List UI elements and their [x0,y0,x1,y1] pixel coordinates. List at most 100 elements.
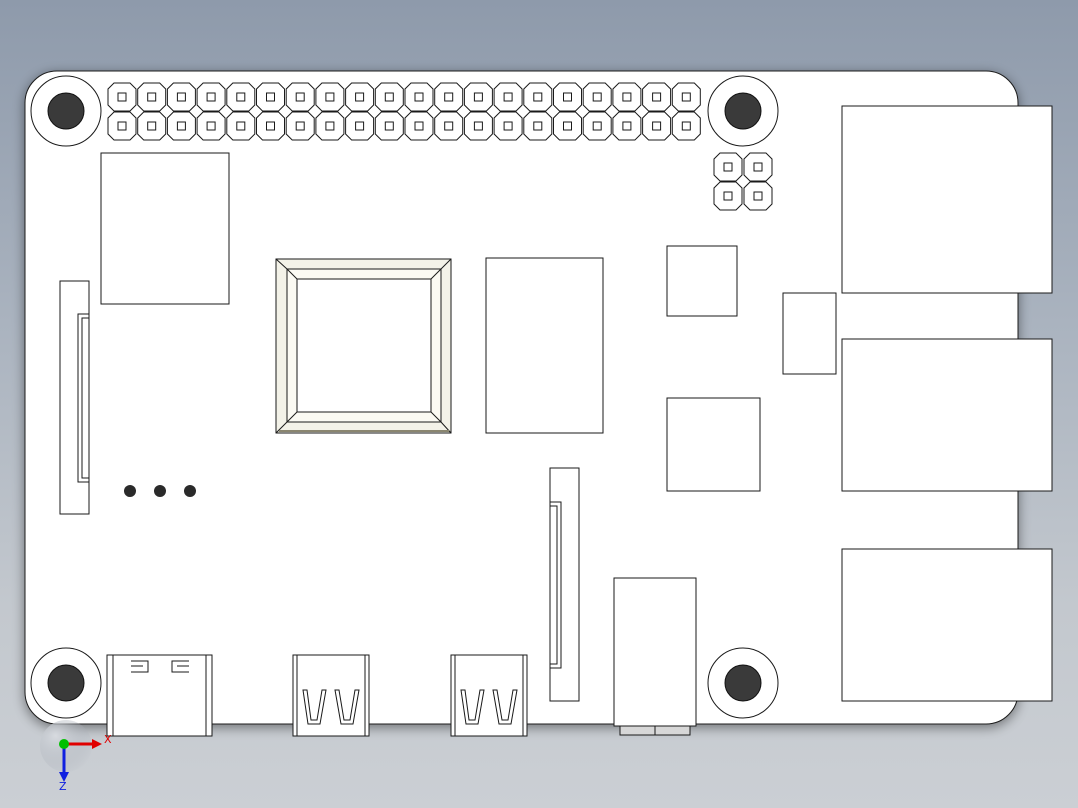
gpio-pin [137,82,167,112]
poe-header [713,152,773,211]
gpio-pin [226,111,256,141]
coordinate-triad[interactable]: X Z [40,720,112,793]
gpio-pin-hole [295,121,305,131]
gpio-pin [256,111,285,141]
soc-chip [275,258,452,434]
gpio-pin-hole [117,121,127,131]
gpio-pin-hole [117,92,127,102]
gpio-pin [107,82,137,112]
ethernet-port [841,548,1053,702]
gpio-pin-hole [681,121,691,131]
gpio-pin [553,82,582,112]
gpio-pin-hole [266,121,275,131]
gpio-pin [345,111,375,141]
gpio-pin [493,111,523,141]
gpio-pin [256,82,285,112]
gpio-pin-hole [592,121,602,131]
gpio-header [107,82,701,141]
gpio-pin [642,111,672,141]
gpio-pin-hole [563,121,572,131]
gpio-pin [463,82,493,112]
gpio-pin-hole [325,92,335,102]
gpio-pin-hole [503,92,513,102]
poe-pin-hole [723,162,733,172]
gpio-pin-hole [503,121,513,131]
mounting-hole-bottom-left [30,647,102,719]
poe-pin-hole [753,162,763,172]
mounting-hole-top-right [707,75,779,147]
gpio-pin-hole [414,121,424,131]
gpio-pin [196,111,226,141]
gpio-pin [315,82,345,112]
gpio-pin [434,111,464,141]
gpio-pin-hole [206,92,216,102]
gpio-pin [137,111,167,141]
gpio-pin [612,111,642,141]
gpio-pin [226,82,256,112]
gpio-pin-hole [147,92,157,102]
usb-c-power-port [106,654,213,737]
camera-connector [549,467,580,702]
poe-pin [743,181,773,211]
gpio-pin-hole [206,121,216,131]
gpio-pin-hole [444,121,454,131]
gpio-pin-hole [236,92,246,102]
gpio-pin-hole [563,92,572,102]
usb-port-stack-top [841,105,1053,294]
display-connector [59,280,90,515]
gpio-pin [434,82,464,112]
gpio-pin [523,82,553,112]
audio-jack [613,577,697,736]
triad-x-label: X [104,733,112,746]
gpio-pin [107,111,137,141]
gpio-pin-hole [592,92,602,102]
gpio-pin-hole [533,92,543,102]
gpio-pin-hole [444,92,454,102]
gpio-pin-hole [473,121,483,131]
gpio-pin [404,82,434,112]
gpio-pin-hole [681,92,691,102]
poe-pin-hole [753,191,763,201]
gpio-pin [553,111,582,141]
small-component [782,292,837,375]
status-leds [124,485,196,497]
poe-pin-hole [723,191,733,201]
gpio-pin-hole [414,92,424,102]
gpio-pin-hole [652,121,662,131]
usb-port-stack-middle [841,338,1053,492]
gpio-pin-hole [473,92,483,102]
gpio-pin-hole [295,92,305,102]
gpio-pin [285,82,315,112]
gpio-pin [642,82,672,112]
gpio-pin-hole [622,92,632,102]
triad-z-label: Z [59,780,67,793]
gpio-pin [166,82,196,112]
gpio-pin [493,82,523,112]
gpio-pin-hole [147,121,157,131]
gpio-pin-hole [384,92,394,102]
mounting-hole-bottom-right [707,647,779,719]
wireless-module [100,152,230,305]
gpio-pin-hole [176,121,186,131]
gpio-pin-hole [355,92,365,102]
gpio-pin-hole [176,92,186,102]
ethernet-controller-chip [666,397,761,492]
gpio-pin-hole [384,121,394,131]
gpio-pin [671,111,701,141]
gpio-pin [374,111,404,141]
gpio-pin [404,111,434,141]
gpio-pin-hole [355,121,365,131]
gpio-pin [285,111,315,141]
gpio-pin [671,82,701,112]
gpio-pin [612,82,642,112]
gpio-pin [582,111,612,141]
gpio-pin-hole [652,92,662,102]
gpio-pin [166,111,196,141]
gpio-pin [315,111,345,141]
gpio-pin [345,82,375,112]
gpio-pin-hole [236,121,246,131]
poe-pin [713,181,743,211]
gpio-pin-hole [325,121,335,131]
ram-chip [485,257,604,434]
